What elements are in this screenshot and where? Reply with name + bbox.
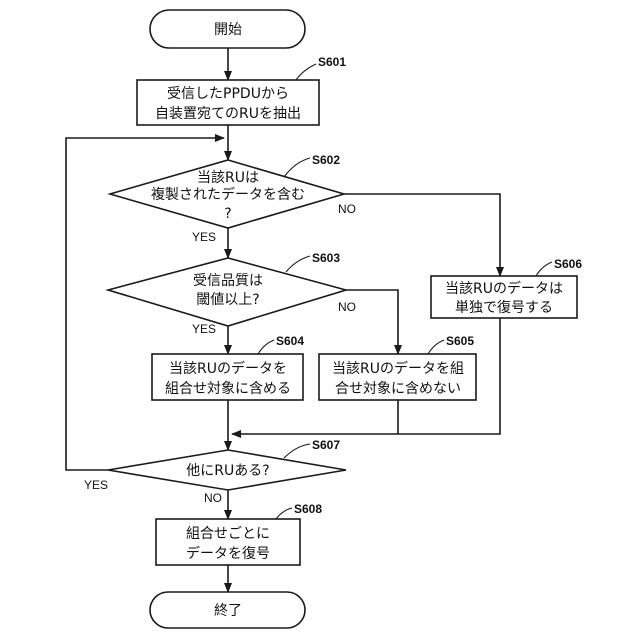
step-s608-line2: データを復号 — [186, 545, 270, 562]
step-s608-line1: 組合せごとに — [186, 526, 270, 542]
edge-s602-no-to-s606 — [344, 194, 500, 276]
step-s601-line1: 受信したPPDUから — [167, 86, 289, 102]
end-terminal: 終了 — [150, 592, 305, 628]
decision-s602-line3: ? — [224, 206, 231, 222]
step-s604-line1: 当該RUのデータを — [169, 360, 287, 377]
decision-s603-line2: 閾値以上? — [196, 292, 259, 308]
step-s605-line1: 当該RUのデータを組 — [332, 360, 464, 377]
decision-s607-line1: 他にRUある? — [186, 463, 269, 479]
decision-s603-leader — [286, 256, 310, 272]
step-s606-id: S606 — [554, 257, 582, 271]
decision-s607-leader — [284, 444, 310, 458]
decision-s602-no-label: NO — [338, 202, 356, 216]
step-s601-line2: 自装置宛てのRUを抽出 — [155, 106, 301, 122]
decision-s602: 当該RUは 複製されたデータを含む ? S602 NO YES — [110, 153, 356, 244]
step-s604-leader — [258, 340, 274, 354]
step-s605-leader — [428, 340, 444, 354]
step-s606: 当該RUのデータは 単独で復号する S606 — [431, 257, 582, 318]
step-s604-id: S604 — [276, 334, 304, 348]
step-s604-line2: 組合せ対象に含める — [165, 381, 291, 397]
step-s606-line2: 単独で復号する — [455, 299, 553, 316]
end-label: 終了 — [214, 603, 242, 619]
decision-s603-id: S603 — [312, 251, 340, 265]
decision-s607-yes-label: YES — [84, 478, 108, 492]
decision-s602-line2: 複製されたデータを含む — [151, 186, 305, 203]
step-s608-leader — [276, 508, 292, 519]
decision-s607-id: S607 — [312, 438, 340, 452]
decision-s603-yes-label: YES — [192, 322, 216, 336]
step-s601: 受信したPPDUから 自装置宛てのRUを抽出 S601 — [137, 55, 346, 125]
decision-s603-line1: 受信品質は — [193, 273, 263, 289]
start-label: 開始 — [214, 22, 242, 38]
step-s605-id: S605 — [446, 334, 474, 348]
decision-s603: 受信品質は 閾値以上? S603 NO YES — [108, 251, 356, 336]
step-s606-leader — [536, 262, 552, 276]
step-s605-line2: 合せ対象に含めない — [335, 381, 461, 397]
decision-s603-no-label: NO — [338, 300, 356, 314]
start-terminal: 開始 — [150, 10, 305, 48]
decision-s607: 他にRUある? S607 YES NO — [84, 438, 346, 505]
decision-s602-leader — [284, 158, 310, 177]
step-s608: 組合せごとに データを復号 S608 — [156, 502, 322, 565]
step-s606-line1: 当該RUのデータは — [445, 280, 563, 297]
decision-s602-id: S602 — [312, 153, 340, 167]
connectors — [66, 48, 500, 592]
decision-s602-line1: 当該RUは — [197, 170, 259, 186]
step-s608-id: S608 — [294, 502, 322, 516]
step-s601-leader — [296, 64, 316, 80]
decision-s607-no-label: NO — [204, 491, 222, 505]
decision-s602-yes-label: YES — [192, 230, 216, 244]
step-s601-id: S601 — [318, 55, 346, 69]
